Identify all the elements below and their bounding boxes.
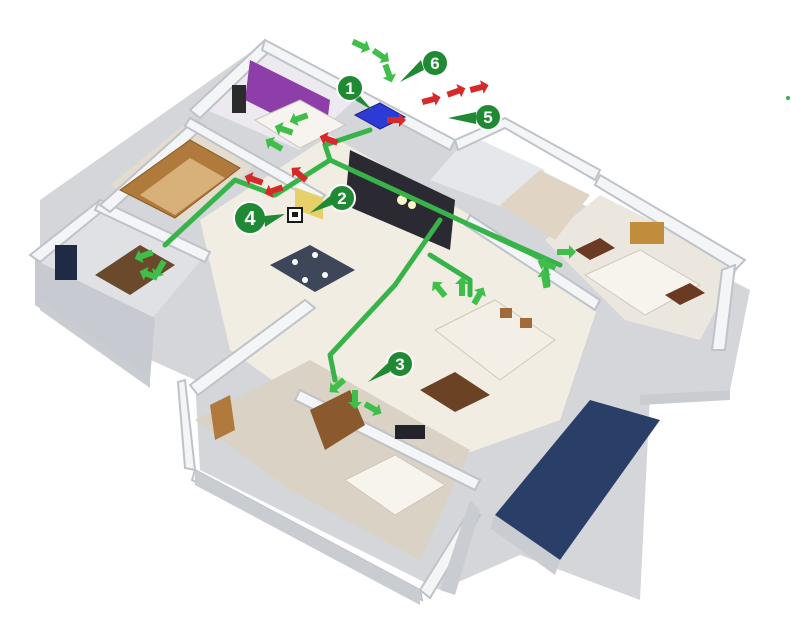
fresh-air-arrow-icon [139, 267, 159, 281]
study-desk [95, 245, 175, 295]
closet [500, 170, 590, 240]
marker-6: 6 [400, 49, 449, 82]
exhaust-air-arrow-icon [264, 184, 284, 198]
exhaust-air-arrow-icon [446, 84, 466, 98]
fresh-air-arrow-icon [557, 245, 576, 259]
fresh-air-arrow-icon [348, 390, 362, 409]
marker-5-label: 5 [483, 108, 492, 127]
duct-network [162, 127, 563, 383]
marker-4-label: 4 [244, 208, 256, 230]
bed-bottom [344, 454, 446, 516]
door-bottom [210, 395, 235, 440]
duct-bathroom [322, 127, 373, 163]
fresh-air-arrow-icon [134, 249, 154, 263]
fresh-air-arrow-icon [537, 269, 552, 289]
fresh-air-arrow-icon [371, 47, 390, 64]
fresh-air-arrow-icon [289, 112, 309, 126]
marker-4: 4 [233, 201, 285, 235]
exhaust-air-arrow-icon [469, 80, 489, 94]
marker-3-label: 3 [395, 355, 404, 374]
exhaust-air-arrow-icon [244, 172, 264, 186]
fresh-air-arrow-icon [351, 38, 370, 54]
marker-1: 1 [336, 74, 372, 110]
edge-dot [786, 96, 790, 100]
fresh-air-arrow-icon [265, 136, 284, 152]
fresh-air-arrow-icon [329, 377, 347, 393]
fresh-air-arrow-icon [455, 277, 469, 296]
marker-6-label: 6 [430, 54, 439, 73]
exhaust-air-arrow-icon [291, 167, 309, 183]
numbered-markers: 1 2 3 4 5 6 [233, 49, 502, 382]
duct-living [327, 217, 443, 383]
building-shell [35, 42, 750, 600]
fresh-air-arrow-icon [363, 401, 382, 417]
balcony [495, 400, 660, 560]
airflow-arrows [134, 38, 576, 417]
window-master [232, 85, 246, 113]
marker-5: 5 [448, 103, 502, 131]
coffee-table [420, 372, 490, 412]
fresh-air-arrow-icon [537, 257, 557, 271]
study-window [55, 245, 77, 280]
exhaust-air-arrow-icon [387, 113, 406, 127]
dining-table [270, 245, 355, 292]
marker-1-label: 1 [345, 79, 354, 98]
fresh-air-arrow-icon [471, 287, 487, 306]
marker-2: 2 [310, 184, 356, 213]
tv [395, 425, 425, 439]
duct-lounge [427, 252, 473, 298]
marker-2-label: 2 [337, 189, 346, 208]
fresh-air-arrow-icon [151, 259, 167, 278]
painting-right [630, 222, 664, 244]
fresh-air-arrow-icon [432, 281, 448, 299]
fresh-air-arrow-icon [382, 63, 396, 83]
exhaust-air-arrow-icon [319, 132, 339, 146]
exhaust-air-arrow-icon [421, 92, 441, 106]
marker-3: 3 [368, 350, 414, 382]
furniture [55, 60, 705, 516]
fresh-air-arrow-icon [274, 122, 294, 136]
